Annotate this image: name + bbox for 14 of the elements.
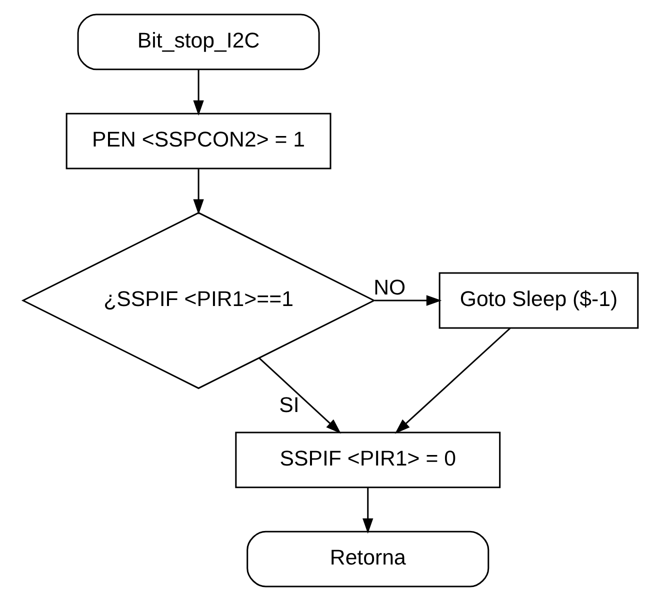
- node-box: Bit_stop_I2C: [77, 14, 320, 70]
- node-box: Goto Sleep ($-1): [438, 272, 639, 329]
- arrow: [258, 357, 342, 434]
- node-diamond: ¿SSPIF <PIR1>==1: [21, 212, 376, 390]
- edge-label: SI: [279, 393, 300, 418]
- arrow: [374, 295, 442, 306]
- arrow: [362, 488, 374, 534]
- arrow: [193, 169, 204, 215]
- arrow: [394, 328, 511, 434]
- node-box: SSPIF <PIR1> = 0: [235, 432, 501, 488]
- node-box: PEN <SSPCON2> = 1: [66, 112, 332, 170]
- arrow: [193, 70, 204, 116]
- node-box: Retorna: [246, 530, 490, 588]
- edge-label: NO: [374, 276, 406, 300]
